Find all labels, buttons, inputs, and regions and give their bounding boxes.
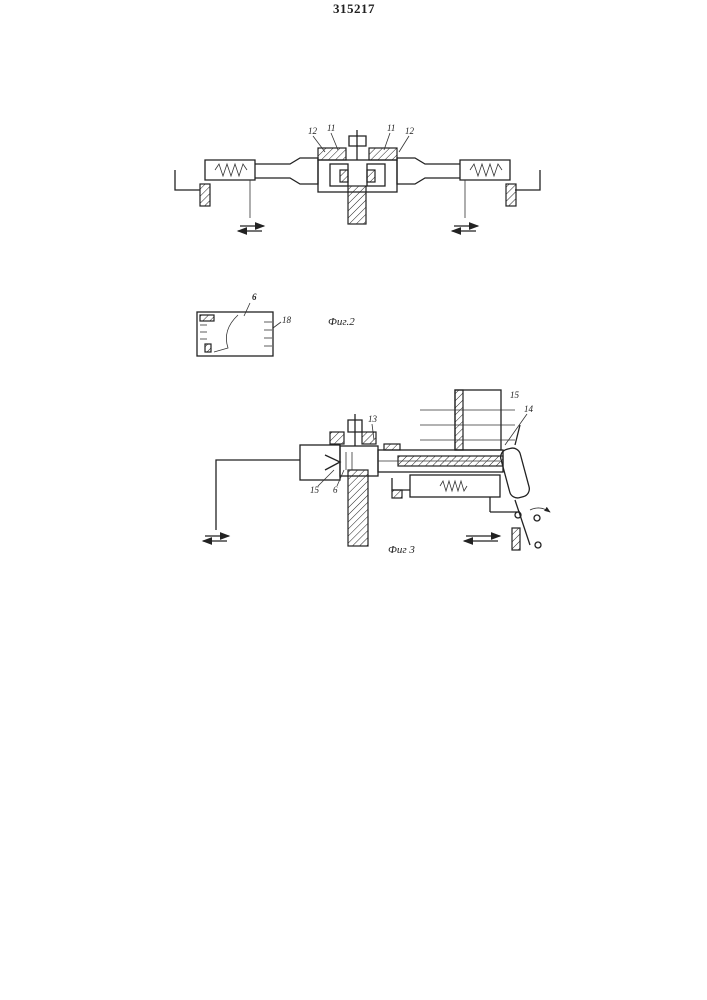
fig3-label-15-bottom: 15 bbox=[310, 485, 320, 495]
fig1-label-11-right: 11 bbox=[387, 123, 395, 133]
fig3-caption: Фиг 3 bbox=[388, 544, 415, 556]
figure-1: 12 11 11 12 bbox=[175, 123, 540, 231]
fig1-label-12-left: 12 bbox=[308, 126, 318, 136]
figure-2: 6 18 Фиг.2 bbox=[197, 292, 355, 356]
fig3-label-14: 14 bbox=[524, 404, 534, 414]
fig3-label-13: 13 bbox=[368, 414, 378, 424]
fig3-label-15-top: 15 bbox=[510, 390, 520, 400]
fig2-label-6: 6 bbox=[252, 292, 257, 302]
patent-number: 315217 bbox=[333, 1, 375, 16]
fig2-label-18: 18 bbox=[282, 315, 292, 325]
fig3-label-6: 6 bbox=[333, 485, 338, 495]
fig1-label-12-right: 12 bbox=[405, 126, 415, 136]
fig1-label-11-left: 11 bbox=[327, 123, 335, 133]
figure-3: 13 15 14 15 6 Фиг 3 bbox=[203, 390, 550, 556]
fig2-caption: Фиг.2 bbox=[328, 316, 355, 328]
